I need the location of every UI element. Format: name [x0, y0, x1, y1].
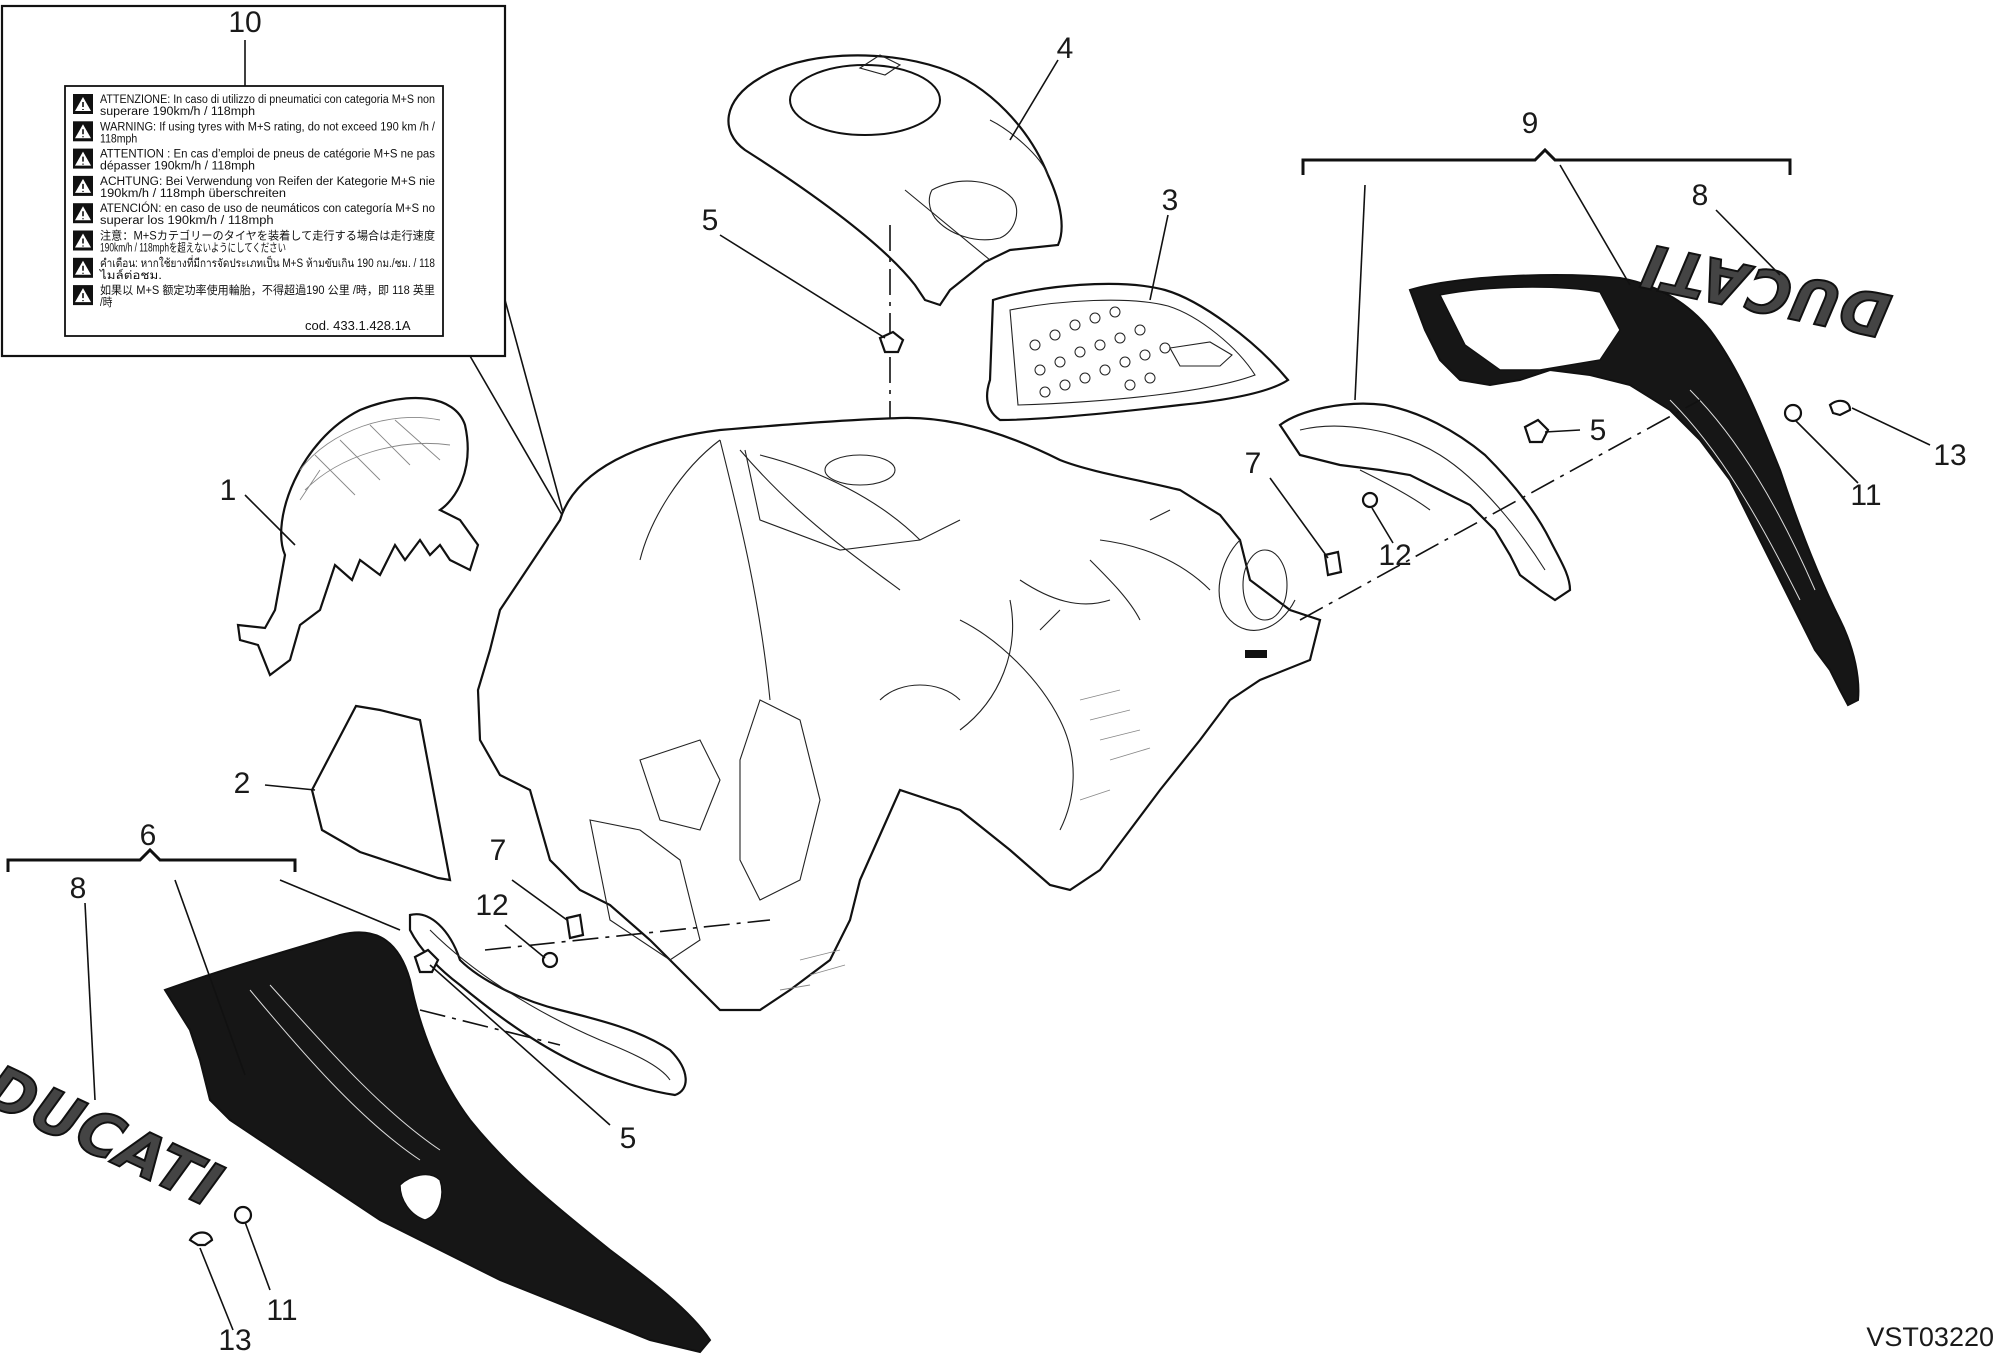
warning-label-rows: ATTENZIONE: In caso di utilizzo di pneum… [73, 94, 436, 309]
brace-group-6 [6, 847, 297, 872]
warning-row: คำเตือน: หากใช้ยางที่มีการจัดประเภทเป็น … [73, 255, 435, 282]
warning-row: ATTENTION : En cas d’emploi de pneus de … [73, 148, 435, 173]
part-right-sidepanel-inner [1278, 402, 1572, 602]
part-left-sidepanel-inner [408, 913, 687, 1097]
callout-3: 3 [1162, 184, 1179, 217]
callout-12-right: 12 [1378, 539, 1411, 572]
grommet-12-right [1361, 491, 1379, 509]
warning-row: 如果以 M+S 额定功率使用輪胎，不得超過190 公里 /時，即 118 英里/… [73, 283, 435, 309]
callout-7-right: 7 [1245, 447, 1262, 480]
ducati-decal-left: DUCATI [0, 1051, 234, 1223]
callout-8-right: 8 [1692, 179, 1709, 212]
callout-12-left: 12 [475, 889, 508, 922]
part-right-sidepanel-outer [1408, 274, 1860, 707]
warning-text-line: ไมล์ต่อชม. [99, 268, 162, 282]
part-left-sidepanel-outer [163, 931, 712, 1354]
callout-2: 2 [234, 767, 251, 800]
callout-numbers: 10 4 5 3 9 8 1 2 6 8 7 12 5 11 13 7 12 5… [70, 6, 1967, 1357]
leader-lines [84, 40, 1931, 1331]
fasteners [188, 330, 1852, 1247]
callout-5-right: 5 [1590, 414, 1607, 447]
clip-7-left [565, 913, 585, 940]
label-code: cod. 433.1.428.1A [305, 318, 411, 333]
warning-triangle-icon [73, 148, 93, 169]
warning-triangle-icon [73, 203, 93, 224]
warning-text-line: 190km/h / 118mph überschreiten [100, 188, 286, 200]
clip-7-right [1323, 550, 1343, 577]
callout-6: 6 [140, 819, 157, 852]
screw-13-left [188, 1231, 214, 1247]
part-knee-pad [236, 396, 480, 677]
callout-10: 10 [228, 6, 261, 39]
callout-8-left: 8 [70, 872, 87, 905]
logo-left-text: DUCATI [0, 1052, 233, 1222]
warning-label-inset: ATTENZIONE: In caso di utilizzo di pneum… [0, 4, 566, 521]
washer-11-right [1783, 403, 1803, 423]
grommet-12-left [541, 951, 559, 969]
clip-5-top [878, 330, 905, 354]
warning-triangle-icon [73, 230, 93, 251]
figure-reference-code: VST03220 [1866, 1322, 1994, 1352]
callout-13-right: 13 [1933, 439, 1966, 472]
warning-text-line: 注意：M+Sカテゴリーのタイヤを装着して走行する場合は走行速度 [100, 229, 435, 243]
warning-triangle-icon [73, 285, 93, 306]
warning-text-line: ATTENTION : En cas d’emploi de pneus de … [100, 149, 435, 161]
warning-triangle-icon [73, 94, 93, 114]
callout-9: 9 [1522, 107, 1539, 140]
brace-group-9 [1301, 147, 1792, 175]
part-tank-pad [985, 282, 1290, 422]
warning-text-line: 190km/h / 118mphを超えないようにしてください [100, 241, 286, 255]
warning-text-line: superar los 190km/h / 118mph [100, 215, 274, 227]
warning-text-line: ATENCIÓN: en caso de uso de neumáticos c… [100, 202, 435, 215]
clip-5-right [1523, 418, 1550, 444]
warning-row: WARNING: If using tyres with M+S rating,… [73, 121, 436, 145]
part-side-insert [310, 704, 452, 882]
callout-7-left: 7 [490, 834, 507, 867]
warning-row: ATENCIÓN: en caso de uso de neumáticos c… [73, 202, 435, 227]
warning-text-line: superare 190km/h / 118mph [100, 106, 255, 118]
callout-11-right: 11 [1850, 479, 1881, 512]
callout-5-top: 5 [702, 204, 719, 237]
callout-4: 4 [1057, 32, 1074, 65]
callout-11-left: 11 [266, 1294, 297, 1327]
callout-5-left: 5 [620, 1122, 637, 1155]
part-tank-cover [727, 54, 1063, 307]
warning-row: ACHTUNG: Bei Verwendung von Reifen der K… [73, 175, 435, 200]
screw-13-right [1828, 399, 1852, 417]
callout-1: 1 [220, 474, 237, 507]
washer-11-left [233, 1205, 253, 1225]
warning-triangle-icon [73, 175, 93, 196]
warning-text-line: WARNING: If using tyres with M+S rating,… [100, 121, 436, 133]
warning-triangle-icon [73, 257, 93, 278]
warning-text-line: dépasser 190km/h / 118mph [100, 161, 255, 173]
warning-text-line: ACHTUNG: Bei Verwendung von Reifen der K… [100, 176, 435, 188]
warning-text-line: /時 [100, 296, 113, 309]
warning-text-line: ATTENZIONE: In caso di utilizzo di pneum… [100, 94, 435, 106]
warning-text-line: 118mph [100, 133, 137, 145]
warning-text-line: 如果以 M+S 额定功率使用輪胎，不得超過190 公里 /時，即 118 英里 [100, 283, 435, 297]
callout-13-left: 13 [218, 1324, 251, 1357]
warning-row: ATTENZIONE: In caso di utilizzo di pneum… [73, 94, 435, 118]
warning-sticker [64, 85, 444, 337]
part-fuel-tank [476, 416, 1322, 1012]
warning-triangle-icon [73, 121, 93, 142]
warning-text-line: คำเตือน: หากใช้ยางที่มีการจัดประเภทเป็น … [100, 255, 435, 270]
